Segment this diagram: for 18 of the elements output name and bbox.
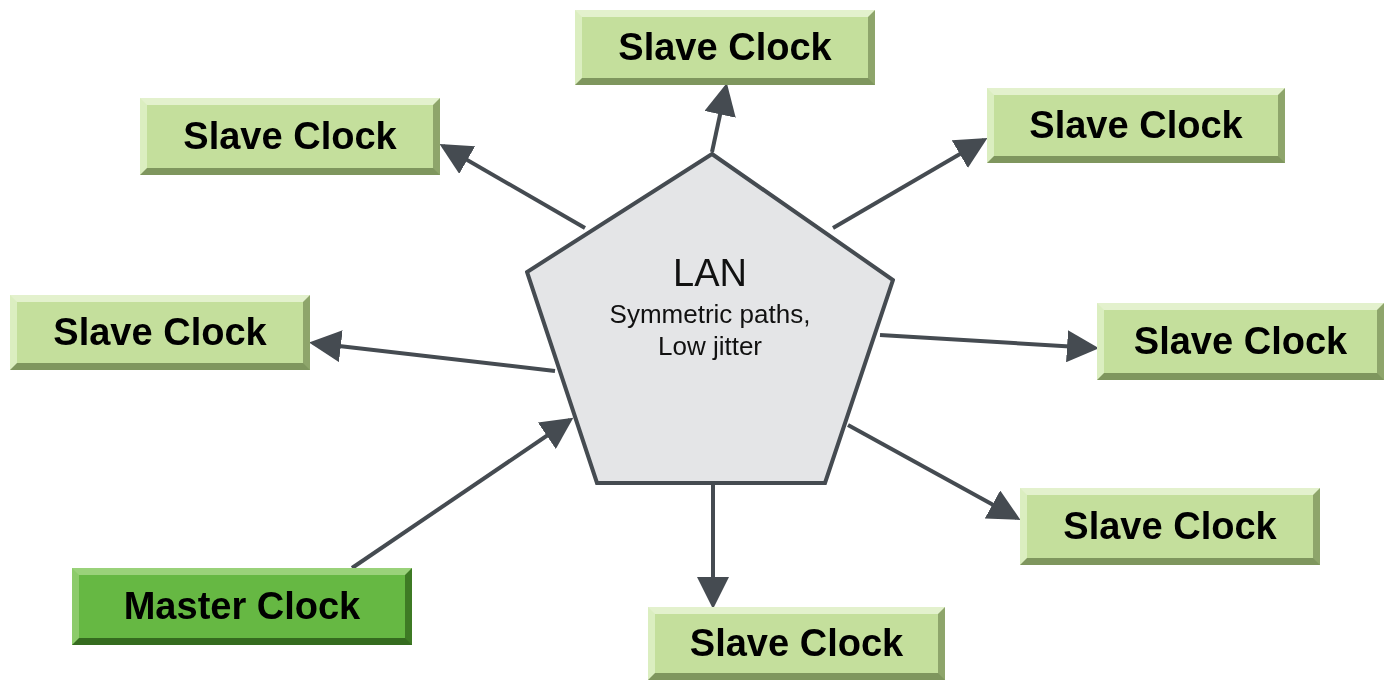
arrow — [697, 485, 729, 609]
slave-clock-box: Slave Clock — [10, 295, 310, 370]
network-title: LAN — [673, 251, 747, 296]
arrow — [847, 423, 1021, 520]
network-description: Symmetric paths, Low jitter — [608, 297, 812, 362]
arrow — [704, 83, 736, 153]
arrow — [350, 417, 574, 570]
master-clock-box: Master Clock — [72, 568, 412, 645]
arrow — [309, 330, 556, 373]
slave-clock-box: Slave Clock — [1097, 303, 1384, 380]
slave-clock-box: Slave Clock — [987, 88, 1285, 163]
arrow — [879, 330, 1099, 363]
slave-clock-box: Slave Clock — [575, 10, 875, 85]
slave-clock-box: Slave Clock — [140, 98, 440, 175]
arrow — [439, 144, 586, 230]
arrow — [832, 138, 988, 230]
slave-clock-box: Slave Clock — [1020, 488, 1320, 565]
slave-clock-box: Slave Clock — [648, 607, 945, 680]
